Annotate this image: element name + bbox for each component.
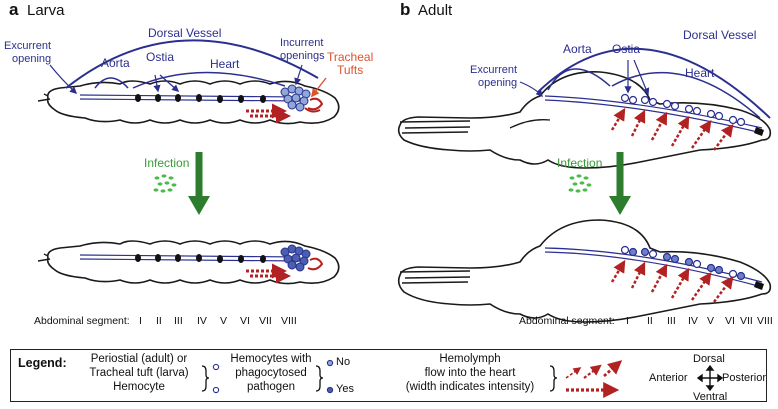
larva-mouth-hook xyxy=(37,98,51,102)
legend-item2-line2: phagocytosed xyxy=(235,367,307,379)
legend-ventral-label: Ventral xyxy=(693,391,728,403)
legend-item3-line3: (width indicates intensity) xyxy=(405,381,535,393)
legend-anterior-label: Anterior xyxy=(649,372,688,384)
larva-incurrent-label-2: openings xyxy=(280,50,325,62)
adult-aorta-arc xyxy=(547,68,611,91)
legend-dorsal-label: Dorsal xyxy=(693,353,725,365)
adult-segment-4: IV xyxy=(688,315,698,327)
larva-tracheal-arrow xyxy=(310,77,327,98)
adult-dorsal-vessel-label: Dorsal Vessel xyxy=(683,28,757,42)
adult-abdominal-segment-label: Abdominal segment: xyxy=(519,315,615,327)
adult-ostia-arrow-2 xyxy=(633,59,650,96)
adult-excurrent-label-1: Excurrent xyxy=(470,64,518,76)
legend-item1-line3: Hemocyte xyxy=(113,381,165,393)
legend-item1-line1: Periostial (adult) or xyxy=(90,353,188,365)
larva-segment-8: VIII xyxy=(281,315,297,327)
adult-healthy xyxy=(397,47,772,169)
legend-no-label: No xyxy=(336,356,351,368)
larva-heart-arc xyxy=(132,71,286,89)
adult-appendages xyxy=(399,120,471,134)
legend-title: Legend: xyxy=(18,356,67,370)
legend-graphics xyxy=(201,359,724,398)
larva-infection-indicator xyxy=(153,152,210,215)
legend-item2-line3: pathogen xyxy=(247,381,295,393)
larva-tracheal-label-2: Tufts xyxy=(337,63,364,77)
panel-b-letter: b xyxy=(400,0,411,19)
legend-posterior-label: Posterior xyxy=(722,372,767,384)
larva-infected xyxy=(37,240,340,285)
larva-infection-label: Infection xyxy=(144,156,190,170)
larva-ostia-label: Ostia xyxy=(146,50,175,64)
adult-segment-3: III xyxy=(667,315,676,327)
legend-item2-line1: Hemocytes with xyxy=(230,353,312,365)
larva-incurrent-label-1: Incurrent xyxy=(280,37,324,49)
larva-segment-3: III xyxy=(174,315,183,327)
legend-yes-label: Yes xyxy=(336,383,354,395)
adult-infected-body-outline xyxy=(397,219,772,323)
larva-ostia-arrow-1 xyxy=(153,74,161,93)
legend-box xyxy=(10,349,767,402)
legend-flow-symbols xyxy=(565,360,623,398)
larva-excurrent-arrow xyxy=(49,64,78,94)
adult-segment-1: I xyxy=(626,315,629,327)
adult-segment-8: VIII xyxy=(757,315,773,327)
panel-b-title: Adult xyxy=(418,2,453,19)
larva-healthy xyxy=(37,39,340,125)
adult-hemolymph-flow xyxy=(610,107,734,151)
adult-segment-2: II xyxy=(647,315,653,327)
larva-heart-label: Heart xyxy=(210,57,240,71)
larva-hemolymph-flow xyxy=(246,103,291,124)
adult-infection-indicator xyxy=(568,152,631,215)
larva-vessel-bottom-line xyxy=(79,98,301,102)
adult-excurrent-arrow xyxy=(519,81,543,98)
legend-item3-line1: Hemolymph xyxy=(439,353,501,365)
adult-excurrent-label-2: opening xyxy=(478,77,518,89)
legend-compass xyxy=(696,364,724,392)
adult-ostia-label: Ostia xyxy=(612,42,641,56)
larva-aorta-arc xyxy=(94,77,129,89)
larva-dorsal-vessel-label: Dorsal Vessel xyxy=(148,26,222,40)
larva-excurrent-label-2: opening xyxy=(12,53,52,65)
larva-excurrent-label-1: Excurrent xyxy=(4,40,52,52)
legend-item3-line2: flow into the heart xyxy=(424,367,516,379)
larva-segment-2: II xyxy=(156,315,162,327)
adult-dorsal-vessel-arc xyxy=(537,47,771,119)
adult-segment-7: VII xyxy=(740,315,753,327)
larva-abdominal-segment-label: Abdominal segment: xyxy=(34,315,130,327)
larva-segment-1: I xyxy=(139,315,142,327)
adult-ostia xyxy=(620,93,746,127)
larva-tracheal-label-1: Tracheal xyxy=(327,50,374,64)
larva-segment-7: VII xyxy=(259,315,272,327)
legend-hemocyte-symbol xyxy=(212,386,220,394)
larva-hemocyte-cluster xyxy=(280,84,324,113)
panel-a-title: Larva xyxy=(27,2,65,19)
legend-periostial-symbol xyxy=(212,363,220,371)
adult-infection-label: Infection xyxy=(557,156,603,170)
legend-item1-line2: Tracheal tuft (larva) xyxy=(89,367,189,379)
panel-a-letter: a xyxy=(9,0,19,19)
larva-ostia xyxy=(135,94,266,103)
larva-segment-6: VI xyxy=(240,315,250,327)
larva-segment-4: IV xyxy=(197,315,207,327)
adult-segment-6: VI xyxy=(725,315,735,327)
larva-infected-ostia xyxy=(135,254,266,263)
larva-infected-hemocyte-cluster xyxy=(280,244,324,272)
adult-segment-5: V xyxy=(707,315,715,327)
adult-aorta-label: Aorta xyxy=(563,42,592,56)
adult-heart-label: Heart xyxy=(685,66,715,80)
adult-infected xyxy=(397,219,772,323)
larva-vessel-top-line xyxy=(79,94,301,98)
larva-segment-5: V xyxy=(220,315,228,327)
larva-dorsal-vessel-arc xyxy=(65,39,319,89)
adult-infected-ostia xyxy=(620,245,746,281)
larva-ostia-arrow-2 xyxy=(159,74,180,92)
larva-infected-body-outline xyxy=(46,240,340,285)
larva-body-outline xyxy=(46,80,340,125)
larva-aorta-label: Aorta xyxy=(101,56,130,70)
larva-incurrent-arrow xyxy=(294,64,303,86)
